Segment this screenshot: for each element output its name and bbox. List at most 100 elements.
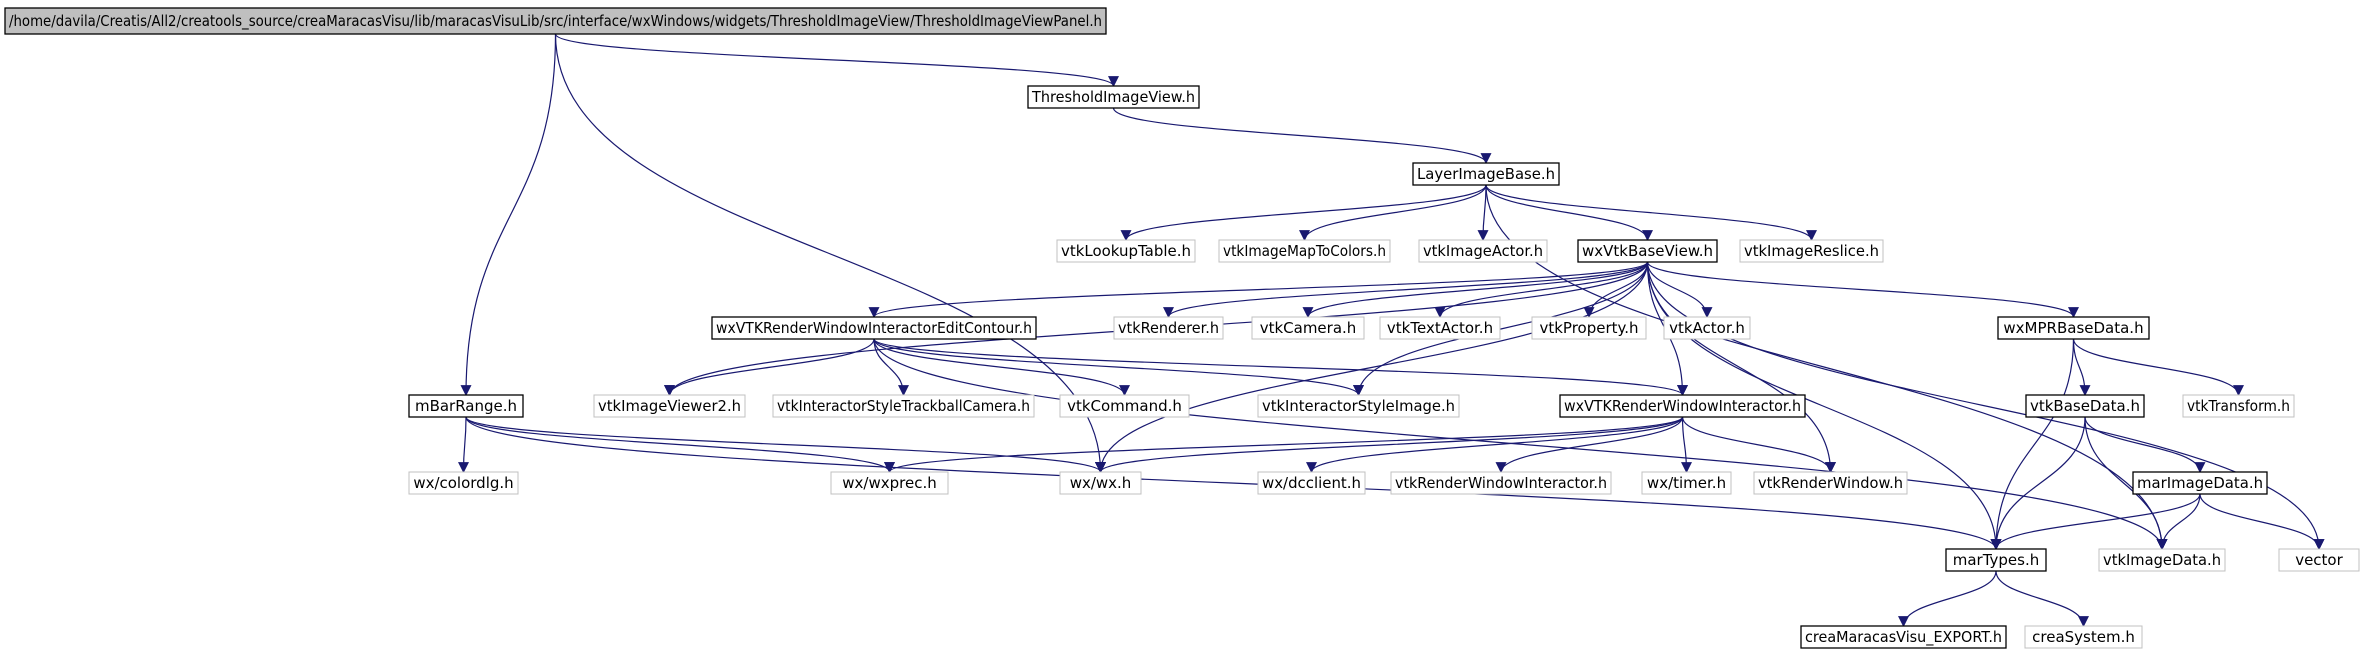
node-creasystem[interactable]: creaSystem.h xyxy=(2024,625,2143,649)
node-thresholdimageview[interactable]: ThresholdImageView.h xyxy=(1027,85,1200,109)
node-box-vtkrenderer xyxy=(1113,316,1224,340)
edge-wxmprbasedata-to-martypes xyxy=(1990,338,2075,551)
edge-root-to-thresholdimageview xyxy=(554,33,1119,88)
node-label-interactorstyleimage: vtkInteractorStyleImage.h xyxy=(1262,397,1455,415)
node-root[interactable]: /home/davila/Creatis/All2/creatools_sour… xyxy=(4,7,1107,35)
edge-layerimagebase-to-vtkimagemaptocolors xyxy=(1299,184,1487,242)
node-vtkcommand[interactable]: vtkCommand.h xyxy=(1059,394,1190,418)
node-box-martypes xyxy=(1945,548,2047,572)
node-label-wxwx: wx/wx.h xyxy=(1070,474,1132,492)
edge-martypes-to-creasystem xyxy=(1995,570,2089,628)
node-label-vtkimageviewer2: vtkImageViewer2.h xyxy=(598,397,741,415)
node-box-wxvtkrwi xyxy=(1559,394,1806,418)
edge-wxvtkrwi-to-wxprec xyxy=(884,416,1684,474)
node-colordlg[interactable]: wx/colordlg.h xyxy=(408,471,519,495)
node-vtkimagemaptocolors[interactable]: vtkImageMapToColors.h xyxy=(1218,239,1391,263)
node-box-root xyxy=(4,7,1107,35)
node-label-vtkcamera: vtkCamera.h xyxy=(1260,319,1357,337)
edge-editcontour-to-wxvtkrwi xyxy=(873,338,1688,397)
node-box-layerimagebase xyxy=(1412,162,1560,186)
node-label-colordlg: wx/colordlg.h xyxy=(413,474,513,492)
node-vtkrenderer[interactable]: vtkRenderer.h xyxy=(1113,316,1224,340)
node-label-vtkproperty: vtkProperty.h xyxy=(1539,319,1638,337)
node-box-thresholdimageview xyxy=(1027,85,1200,109)
node-label-vtkrenderer: vtkRenderer.h xyxy=(1118,319,1219,337)
node-marimagedata[interactable]: marImageData.h xyxy=(2132,471,2268,495)
node-box-creasystem xyxy=(2024,625,2143,649)
node-wxwx[interactable]: wx/wx.h xyxy=(1059,471,1142,495)
node-box-vtkimageactor xyxy=(1418,239,1548,263)
node-box-marimagedata xyxy=(2132,471,2268,495)
node-label-vector: vector xyxy=(2295,551,2343,569)
node-vtkimageviewer2[interactable]: vtkImageViewer2.h xyxy=(593,394,746,418)
edge-editcontour-to-vtkcommand xyxy=(873,338,1130,397)
node-label-vtkimagereslice: vtkImageReslice.h xyxy=(1744,242,1879,260)
node-wxmprbasedata[interactable]: wxMPRBaseData.h xyxy=(1997,316,2150,340)
node-mbarrange[interactable]: mBarRange.h xyxy=(408,394,524,418)
node-export[interactable]: creaMaracasVisu_EXPORT.h xyxy=(1800,625,2007,649)
node-vtktransform[interactable]: vtkTransform.h xyxy=(2182,394,2295,418)
dependency-nodes: /home/davila/Creatis/All2/creatools_sour… xyxy=(4,7,2360,649)
node-dcclient[interactable]: wx/dcclient.h xyxy=(1257,471,1366,495)
node-vtkimagedata[interactable]: vtkImageData.h xyxy=(2098,548,2226,572)
edge-editcontour-to-vtkimagedata xyxy=(873,338,2168,551)
node-box-editcontour xyxy=(711,316,1037,340)
edge-editcontour-to-trackballcamera xyxy=(873,338,909,397)
node-label-marimagedata: marImageData.h xyxy=(2137,474,2263,492)
node-box-vtkimageviewer2 xyxy=(593,394,746,418)
node-vtkrenderwindow[interactable]: vtkRenderWindow.h xyxy=(1753,471,1908,495)
node-vtktextactor[interactable]: vtkTextActor.h xyxy=(1379,316,1501,340)
node-interactorstyleimage[interactable]: vtkInteractorStyleImage.h xyxy=(1257,394,1460,418)
edge-mbarrange-to-wxwx xyxy=(465,416,1106,474)
node-vtkimagereslice[interactable]: vtkImageReslice.h xyxy=(1739,239,1884,263)
node-box-vtkbasedata xyxy=(2025,394,2145,418)
edge-wxvtkbaseview-to-vector xyxy=(1646,261,2325,551)
edge-wxvtkrwi-to-vtkrenderwindow xyxy=(1681,416,1836,474)
node-vtkactor[interactable]: vtkActor.h xyxy=(1663,316,1751,340)
node-label-wxvtkbaseview: wxVtkBaseView.h xyxy=(1582,242,1713,260)
node-vector[interactable]: vector xyxy=(2278,548,2360,572)
edge-layerimagebase-to-vtkimageactor xyxy=(1477,184,1489,242)
node-wxvtkrwi[interactable]: wxVTKRenderWindowInteractor.h xyxy=(1559,394,1806,418)
node-vtkrwi[interactable]: vtkRenderWindowInteractor.h xyxy=(1390,471,1612,495)
node-label-vtktextactor: vtkTextActor.h xyxy=(1387,319,1493,337)
node-box-trackballcamera xyxy=(772,394,1035,418)
node-label-vtkrwi: vtkRenderWindowInteractor.h xyxy=(1395,474,1607,492)
node-label-thresholdimageview: ThresholdImageView.h xyxy=(1031,88,1195,106)
node-label-export: creaMaracasVisu_EXPORT.h xyxy=(1805,628,2002,647)
node-box-export xyxy=(1800,625,2007,649)
node-box-vtktransform xyxy=(2182,394,2295,418)
edge-wxvtkbaseview-to-vtktextactor xyxy=(1434,261,1649,319)
node-vtkimageactor[interactable]: vtkImageActor.h xyxy=(1418,239,1548,263)
node-wxvtkbaseview[interactable]: wxVtkBaseView.h xyxy=(1577,239,1718,263)
node-box-wxmprbasedata xyxy=(1997,316,2150,340)
node-vtklookuptable[interactable]: vtkLookupTable.h xyxy=(1056,239,1196,263)
node-label-vtkimagedata: vtkImageData.h xyxy=(2103,551,2221,569)
node-vtkcamera[interactable]: vtkCamera.h xyxy=(1251,316,1365,340)
edge-mbarrange-to-martypes xyxy=(465,416,2002,551)
node-box-wxvtkbaseview xyxy=(1577,239,1718,263)
node-label-vtkrenderwindow: vtkRenderWindow.h xyxy=(1758,474,1903,492)
node-box-vtkcamera xyxy=(1251,316,1365,340)
node-trackballcamera[interactable]: vtkInteractorStyleTrackballCamera.h xyxy=(772,394,1035,418)
node-vtkproperty[interactable]: vtkProperty.h xyxy=(1531,316,1647,340)
edge-layerimagebase-to-wxvtkbaseview xyxy=(1485,184,1653,242)
edge-wxvtkrwi-to-dcclient xyxy=(1306,416,1684,474)
edge-mbarrange-to-wxprec xyxy=(465,416,895,474)
node-box-vtkimagedata xyxy=(2098,548,2226,572)
node-wxprec[interactable]: wx/wxprec.h xyxy=(830,471,949,495)
node-label-vtkbasedata: vtkBaseData.h xyxy=(2030,397,2140,415)
node-martypes[interactable]: marTypes.h xyxy=(1945,548,2047,572)
node-box-vtkrenderwindow xyxy=(1753,471,1908,495)
node-vtkbasedata[interactable]: vtkBaseData.h xyxy=(2025,394,2145,418)
node-layerimagebase[interactable]: LayerImageBase.h xyxy=(1412,162,1560,186)
edge-wxvtkbaseview-to-martypes xyxy=(1646,261,2002,551)
node-box-vtkimagereslice xyxy=(1739,239,1884,263)
node-box-dcclient xyxy=(1257,471,1366,495)
node-timer[interactable]: wx/timer.h xyxy=(1641,471,1732,495)
node-box-vtkrwi xyxy=(1390,471,1612,495)
node-editcontour[interactable]: wxVTKRenderWindowInteractorEditContour.h xyxy=(711,316,1037,340)
edge-root-to-wxwx xyxy=(554,33,1106,474)
edge-editcontour-to-vtkimageviewer2 xyxy=(664,338,875,397)
